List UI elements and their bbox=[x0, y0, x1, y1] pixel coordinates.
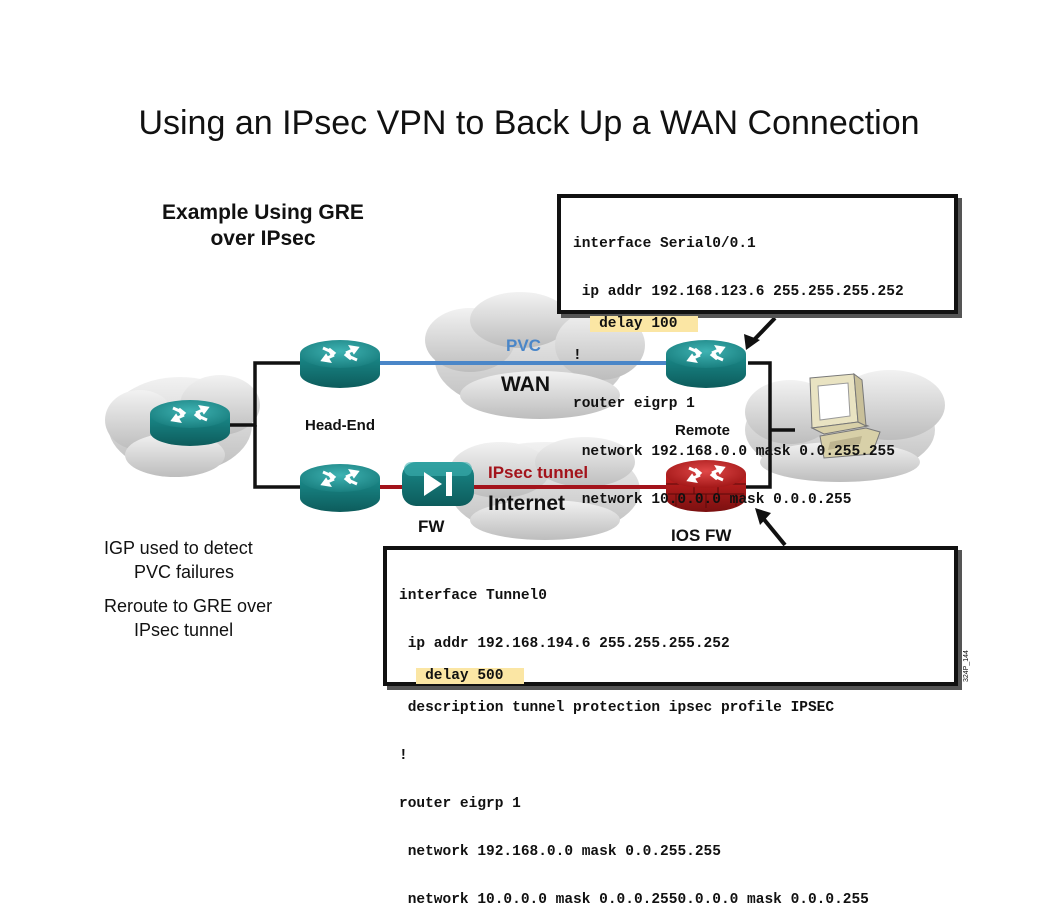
config-line: ip addr 192.168.123.6 255.255.255.252 bbox=[573, 284, 904, 300]
diagram-subtitle: Example Using GRE over IPsec bbox=[113, 200, 413, 252]
note-item: Reroute to GRE over IPsec tunnel bbox=[104, 594, 272, 642]
headend-internet-router-icon bbox=[300, 464, 380, 512]
internet-cloud bbox=[450, 437, 640, 540]
callout-arrow-bottom bbox=[755, 508, 787, 547]
connection-lines bbox=[230, 361, 795, 489]
network-diagram: PVC WAN Head-End Remote IPsec tunnel Int… bbox=[105, 292, 970, 682]
remote-label: Remote bbox=[675, 422, 730, 439]
config-line: router eigrp 1 bbox=[573, 396, 695, 412]
ipsec-tunnel-label: IPsec tunnel bbox=[488, 463, 588, 482]
remote-wan-router-icon bbox=[666, 340, 746, 388]
note-line: IPsec tunnel bbox=[134, 620, 234, 640]
fw-label: FW bbox=[418, 517, 445, 536]
config-line-highlighted: delay 100 bbox=[590, 316, 699, 332]
subtitle-line-2: over IPsec bbox=[210, 227, 316, 250]
config-line: description tunnel protection ipsec prof… bbox=[399, 700, 835, 716]
config-line: ! bbox=[399, 748, 408, 764]
notes: IGP used to detect PVC failures Reroute … bbox=[104, 536, 272, 652]
config-line: ! bbox=[573, 348, 582, 364]
note-line: PVC failures bbox=[134, 562, 235, 582]
config-line: network 10.0.0.0 mask 0.0.0.255 bbox=[573, 492, 852, 508]
note-line: IGP used to detect bbox=[104, 538, 253, 558]
config-line: network 192.168.0.0 mask 0.0.255.255 bbox=[573, 444, 895, 460]
note-line: Reroute to GRE over bbox=[104, 596, 273, 616]
config-line-highlighted: delay 500 bbox=[416, 668, 525, 684]
headend-label: Head-End bbox=[305, 417, 375, 434]
firewall-appliance-icon bbox=[402, 462, 474, 506]
config-line: interface Serial0/0.1 bbox=[573, 236, 756, 252]
remote-pc-icon bbox=[809, 372, 881, 459]
ios-fw-router-icon bbox=[666, 460, 746, 512]
config-line: network 192.168.0.0 mask 0.0.255.255 bbox=[399, 844, 721, 860]
config-line: network 10.0.0.0 mask 0.0.0.2550.0.0.0 m… bbox=[399, 892, 869, 908]
ios-fw-label: IOS FW bbox=[671, 526, 732, 545]
headend-core-router-icon bbox=[150, 400, 230, 446]
pvc-label: PVC bbox=[506, 336, 541, 355]
callout-arrow-top bbox=[744, 316, 777, 350]
page-title: Using an IPsec VPN to Back Up a WAN Conn… bbox=[138, 104, 920, 142]
internet-label: Internet bbox=[488, 492, 565, 515]
config-box-serial: interface Serial0/0.1 ip addr 192.168.12… bbox=[557, 194, 958, 508]
subtitle-line-1: Example Using GRE bbox=[162, 201, 364, 224]
config-box-tunnel: interface Tunnel0 ip addr 192.168.194.6 … bbox=[383, 546, 958, 908]
figure-id: 324P_144 bbox=[963, 650, 970, 682]
config-line: interface Tunnel0 bbox=[399, 588, 547, 604]
wan-cloud bbox=[425, 292, 645, 419]
headend-wan-router-icon bbox=[300, 340, 380, 388]
config-line: router eigrp 1 bbox=[399, 796, 521, 812]
config-line: ip addr 192.168.194.6 255.255.255.252 bbox=[399, 636, 730, 652]
wan-label: WAN bbox=[501, 373, 550, 396]
note-item: IGP used to detect PVC failures bbox=[104, 536, 272, 584]
